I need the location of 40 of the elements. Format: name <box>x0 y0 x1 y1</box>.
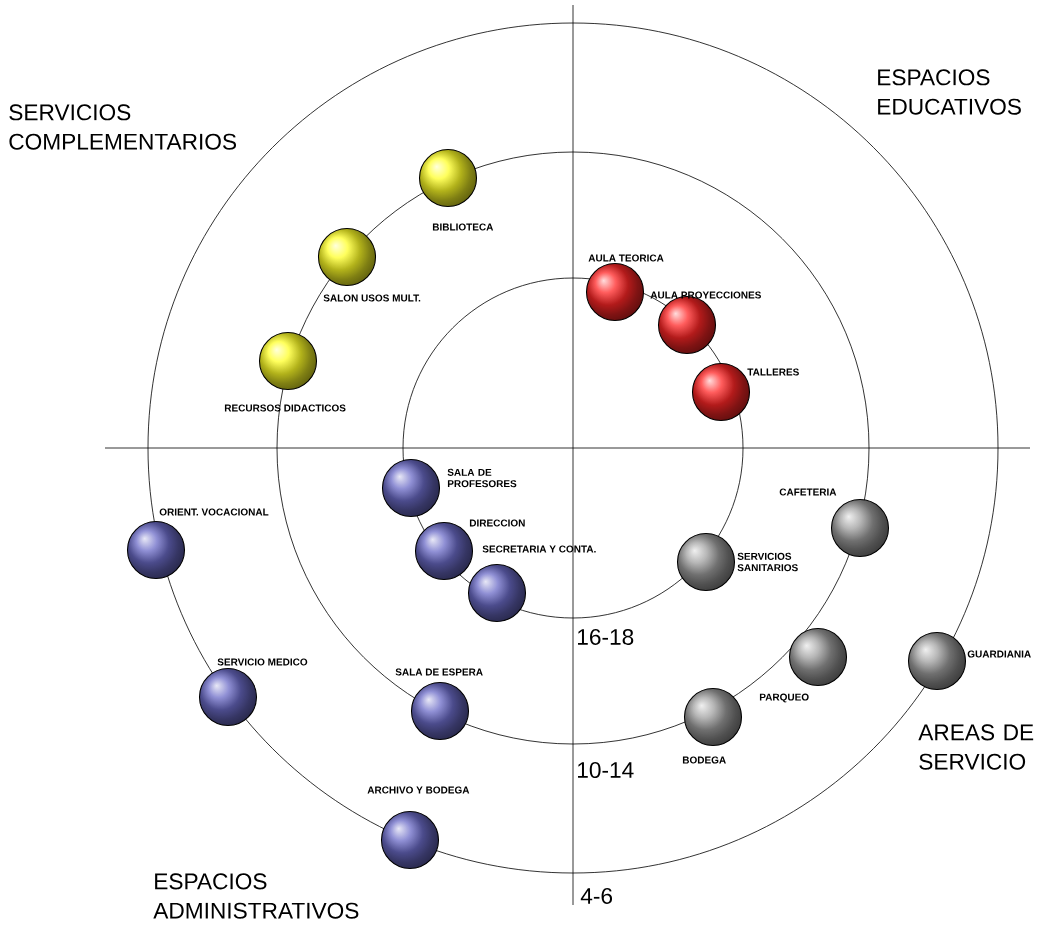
room-label: SALA DE ESPERA <box>395 668 483 676</box>
zone-label: AREAS DE SERVICIO <box>918 724 1034 770</box>
room-label: DIRECCION <box>469 519 525 527</box>
room-label: AULA PROYECCIONES <box>650 291 761 299</box>
room-label: ARCHIVO Y BODEGA <box>367 786 470 794</box>
room-label: PARQUEO <box>759 693 809 703</box>
room-label: BIBLIOTECA <box>432 223 494 231</box>
zone-label: 16-18 <box>578 629 634 646</box>
zone-label: 10-14 <box>578 762 634 779</box>
room-label: TALLERES <box>747 368 799 376</box>
room-label: SERVICIO MEDICO <box>217 658 308 666</box>
room-circle <box>467 563 527 623</box>
zone-label: 4-6 <box>580 888 613 905</box>
room-label: SERVICIOS SANITARIOS <box>737 552 798 572</box>
room-circle <box>317 227 377 287</box>
room-circle <box>380 810 440 870</box>
room-circle <box>585 262 645 322</box>
room-circle <box>126 520 186 580</box>
room-label: BODEGA <box>682 756 726 764</box>
room-circle <box>788 627 848 687</box>
room-label: SECRETARIA Y CONTA. <box>482 545 596 553</box>
room-label: SALON USOS MULT. <box>323 294 421 302</box>
room-label: CAFETERIA <box>779 488 837 496</box>
zone-label: ESPACIOS EDUCATIVOS <box>878 69 1021 115</box>
room-label: RECURSOS DIDACTICOS <box>224 404 346 412</box>
room-circle <box>198 667 258 727</box>
room-circle <box>418 148 478 208</box>
room-circle <box>258 331 318 391</box>
room-circle <box>907 631 967 691</box>
zone-label: ESPACIOS ADMINISTRATIVOS <box>153 873 359 919</box>
room-circle <box>410 681 470 741</box>
room-circle <box>830 498 890 558</box>
room-label: AULA TEORICA <box>588 254 664 262</box>
room-circle <box>676 532 736 592</box>
zone-label: SERVICIOS COMPLEMENTARIOS <box>9 104 236 150</box>
room-label: ORIENT. VOCACIONAL <box>159 508 269 516</box>
room-circle <box>683 687 743 747</box>
room-label: SALA DE PROFESORES <box>447 468 517 488</box>
room-circle <box>381 458 441 518</box>
room-label: GUARDIANIA <box>967 650 1031 658</box>
